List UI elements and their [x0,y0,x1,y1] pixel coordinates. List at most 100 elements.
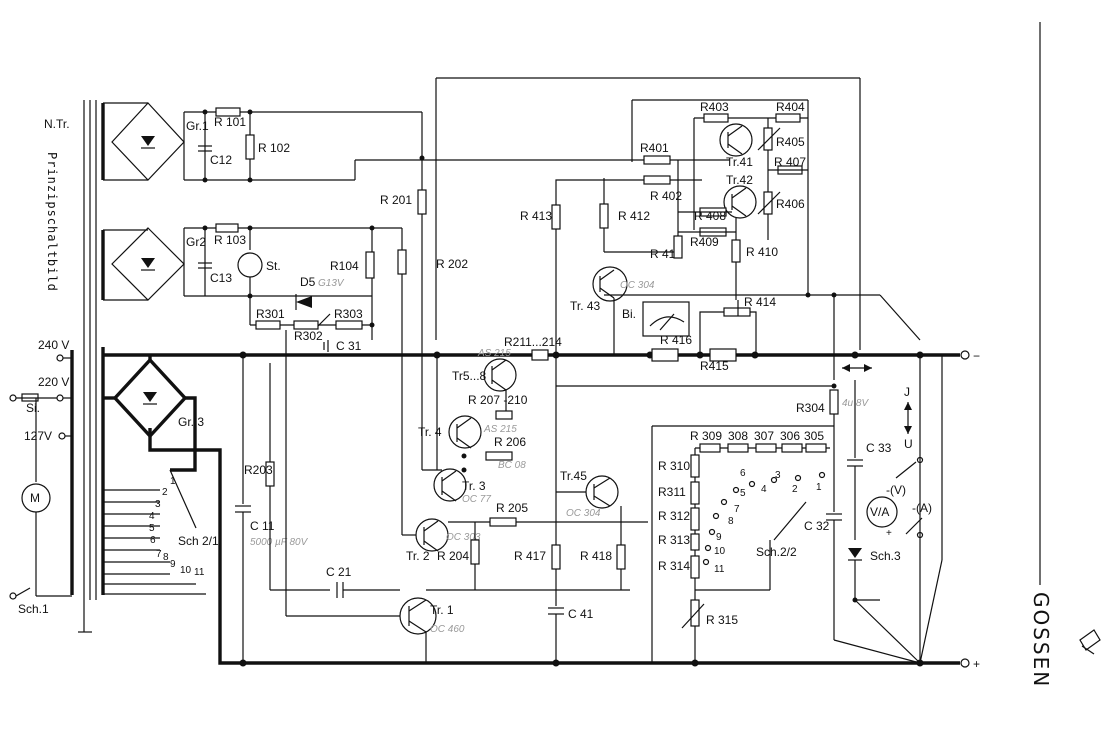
r303-label: R303 [334,307,363,321]
r312-label: R 312 [658,509,690,523]
sw-r-3: 3 [775,470,781,481]
r405-wiper [757,127,781,151]
gr2-label: Gr2 [186,235,206,249]
plus-terminal-label: + [973,657,980,671]
transistor-tr2 [415,518,449,552]
r401-resistor [643,155,671,165]
r411-resistor [673,235,683,259]
c12-label: C12 [210,153,232,167]
r205-label: R 205 [496,501,528,515]
pv-label: -(V) [886,483,906,497]
sw-r-4: 4 [761,484,767,495]
r310-label: R 310 [658,459,690,473]
tr42-label: Tr.42 [726,173,753,187]
sch21-wiper [169,469,197,529]
r415-label: R415 [700,359,729,373]
sw-r-1: 1 [816,482,822,493]
r413-label: R 413 [520,209,552,223]
r203-label: R203 [244,463,273,477]
r404-resistor [775,113,801,123]
c31-label: C 31 [336,339,362,353]
r202-resistor [397,249,407,275]
transistor-tr4 [448,415,482,449]
r309-resistor [699,443,721,453]
sch21-label: Sch 2/1 [178,534,219,548]
r304-resistor [829,389,839,415]
stabilizer-tube-icon [237,252,263,278]
sw-l-1: 1 [170,476,176,487]
tr2-label: Tr. 2 [406,549,430,563]
r412-label: R 412 [618,209,650,223]
tr1-label: Tr. 1 [430,603,454,617]
r410-label: R 410 [746,245,778,259]
r102-label: R 102 [258,141,290,155]
r314-resistor [690,555,700,579]
r414-label: R 414 [744,295,776,309]
motor-label: M [30,491,40,505]
transistor-tr41 [719,123,753,157]
r404-label: R404 [776,100,805,114]
c13-label: C13 [210,271,232,285]
r211-label: R211...214 [504,335,562,349]
transistor-tr3 [433,468,467,502]
tr58-label: Tr5...8 [452,369,487,383]
r302-wiper [317,313,331,327]
r315-wiper [681,603,705,629]
tr43-pencil-note: OC 304 [620,280,655,291]
sw-l-2: 2 [162,487,168,498]
r305-resistor [805,443,827,453]
c32-label: C 32 [804,519,830,533]
r416-resistor [651,348,679,362]
r407-label: R 407 [774,155,806,169]
r313-label: R 313 [658,533,690,547]
transistor-tr1 [399,597,437,635]
va-meter-icon [866,496,898,528]
r104-label: R104 [330,259,359,273]
r211-214-resistor [531,349,549,361]
r412-resistor [599,203,609,229]
r308-resistor [727,443,749,453]
brand-name: GOSSEN [1029,592,1053,688]
bi-label: Bi. [622,307,636,321]
tr2-pencil-note: OC 303 [446,532,481,543]
fuse-label: Si. [26,401,40,415]
r406-resistor [763,191,773,215]
rectifier-gr3 [103,355,197,472]
r306-resistor [781,443,803,453]
tr45-label: Tr.45 [560,469,587,483]
transistor-tr58 [483,358,517,392]
j-label: J [904,385,910,399]
d5-label: D5 [300,275,316,289]
mains-taps [9,354,72,600]
sch22-wiper [773,501,807,541]
r101-label: R 101 [214,115,246,129]
r101-resistor [215,107,241,117]
r307-resistor [755,443,777,453]
sch3-switch [895,461,917,479]
r204-resistor [470,539,480,565]
range-switch-sch22 [702,471,826,566]
r418-label: R 418 [580,549,612,563]
tr3-pencil-note: OC 77 [462,494,491,505]
sch22-label: Sch.2/2 [756,545,797,559]
r308-label: 308 [728,429,748,443]
r416-label: R 416 [660,333,692,347]
r307-label: 307 [754,429,774,443]
va-label: V/A [870,505,889,519]
r207-label: R 207 -210 [468,393,528,407]
r302-label: R302 [294,329,323,343]
sch3-label: Sch.3 [870,549,901,563]
r415-resistor [709,348,737,362]
r408-label: R 408 [694,209,726,223]
tr43-label: Tr. 43 [570,299,601,313]
r402-label: R 402 [650,189,682,203]
schematic-title: Prinzipschaltbild [45,152,59,292]
transistor-tr42 [723,185,757,219]
r201-resistor [417,189,427,215]
r410-resistor [731,239,741,263]
r313-resistor [690,533,700,551]
sw-r-7: 7 [734,504,740,515]
r311-label: R311 [658,485,686,499]
gossen-logo-icon [1079,629,1101,655]
